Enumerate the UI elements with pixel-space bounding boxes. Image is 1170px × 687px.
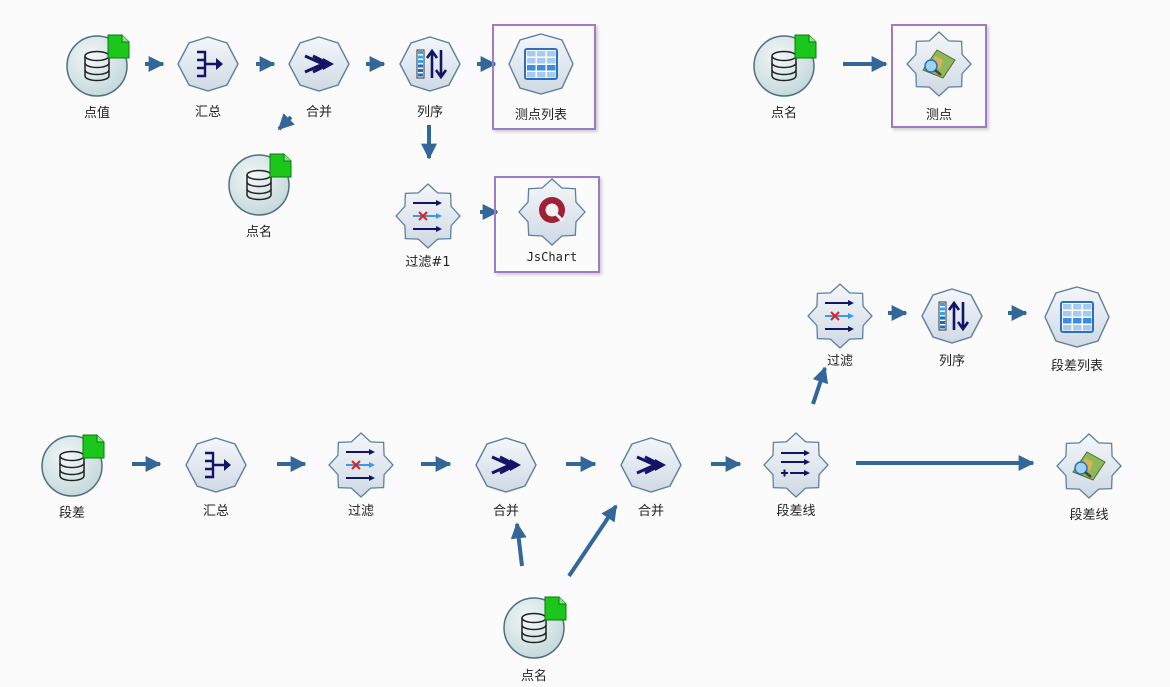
node-label-hebing: 合并	[492, 504, 520, 519]
node-label-hebing: 合并	[637, 504, 665, 519]
flow-arrow	[510, 522, 527, 567]
node-label-liexu: 列序	[416, 105, 444, 120]
node-label-guolv: 过滤	[826, 354, 854, 369]
flow-arrow	[567, 504, 618, 578]
node-label-dianming: 点名	[520, 669, 548, 684]
node-label-guolv-1: 过滤#1	[405, 255, 451, 270]
nodes	[41, 31, 1122, 659]
aggregate-icon[interactable]	[185, 437, 247, 493]
filter-icon[interactable]	[807, 283, 873, 349]
chart-icon[interactable]	[518, 178, 586, 246]
filter-icon[interactable]	[328, 432, 394, 498]
node-label-liexu: 列序	[938, 354, 966, 369]
aggregate-icon[interactable]	[177, 36, 239, 92]
filter-icon[interactable]	[395, 183, 461, 249]
node-label-duanchaxian: 段差线	[1069, 508, 1109, 523]
node-label-dianzhi: 点值	[83, 106, 111, 121]
merge-icon[interactable]	[475, 437, 537, 493]
node-label-hebing: 合并	[305, 105, 333, 120]
database-icon[interactable]	[753, 34, 817, 97]
derive-icon[interactable]	[763, 432, 829, 498]
node-label-cedian-liebiao: 测点列表	[514, 108, 568, 123]
map-icon[interactable]	[1056, 433, 1122, 499]
merge-icon[interactable]	[620, 437, 682, 493]
map-icon[interactable]	[906, 31, 972, 97]
sort-icon[interactable]	[399, 36, 461, 92]
flow-arrow	[277, 113, 295, 131]
node-label-cedian: 测点	[925, 108, 953, 123]
edges	[132, 56, 1035, 578]
sort-icon[interactable]	[921, 288, 983, 344]
node-label-dianming: 点名	[245, 225, 273, 240]
database-icon[interactable]	[66, 34, 130, 97]
selection-frame-cedian	[891, 24, 987, 128]
table-icon[interactable]	[1044, 286, 1110, 348]
selection-frame-jschart	[494, 176, 600, 273]
node-label-huizong: 汇总	[202, 504, 230, 519]
node-label-huizong: 汇总	[194, 105, 222, 120]
table-icon[interactable]	[508, 33, 574, 95]
flow-arrow	[811, 366, 829, 405]
node-label-duancha-liebiao: 段差列表	[1050, 359, 1104, 374]
node-label-dianming: 点名	[770, 106, 798, 121]
node-label-jschart: JsChart	[526, 250, 578, 264]
node-label-guolv: 过滤	[347, 504, 375, 519]
merge-icon[interactable]	[288, 36, 350, 92]
node-label-duancha: 段差	[58, 506, 86, 521]
database-icon[interactable]	[228, 153, 292, 216]
selection-frame-table	[492, 24, 596, 130]
database-icon[interactable]	[41, 434, 105, 497]
node-label-duanchaxian: 段差线	[776, 504, 816, 519]
database-icon[interactable]	[503, 596, 567, 659]
